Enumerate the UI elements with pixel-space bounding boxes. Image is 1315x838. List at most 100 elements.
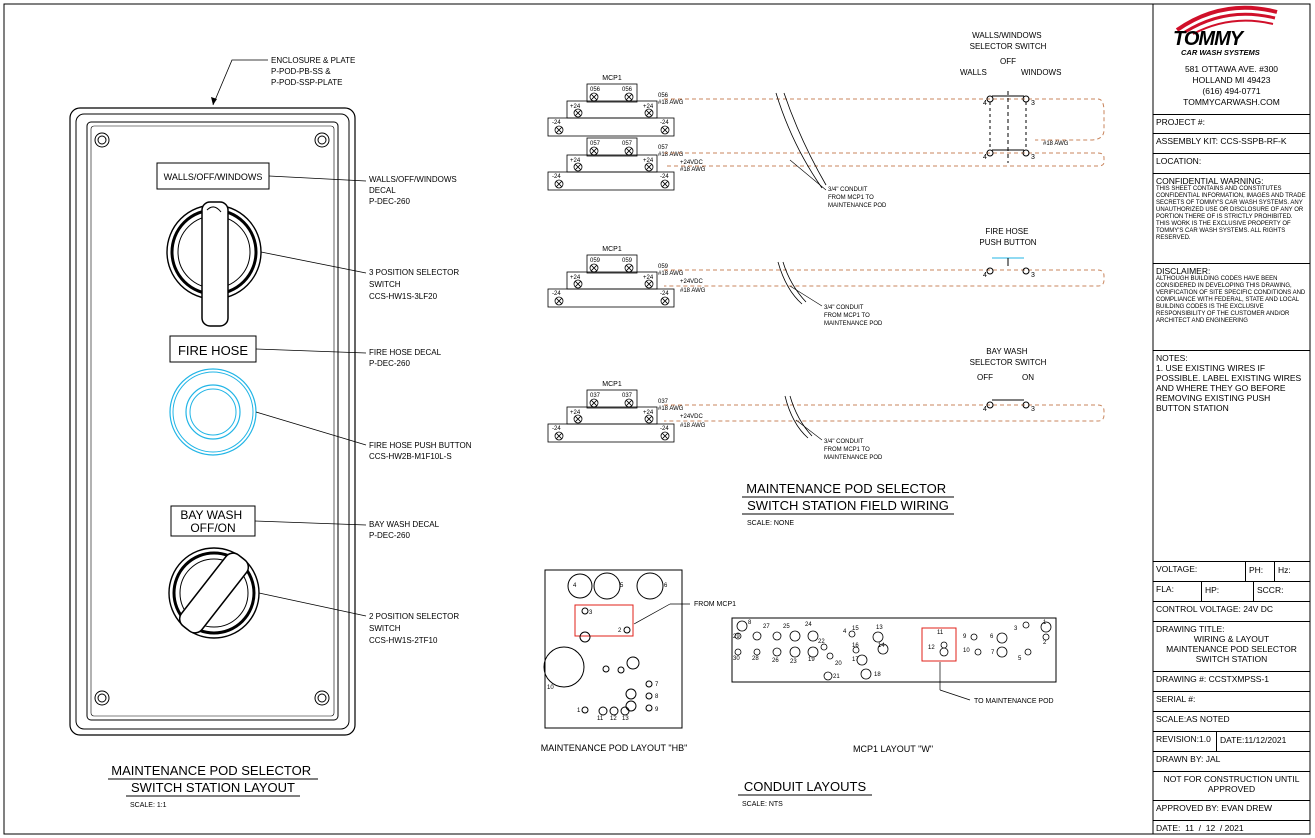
svg-text:#18 AWG: #18 AWG: [680, 288, 706, 294]
disclaimer: DISCLAIMER: ALTHOUGH BUILDING CODES HAVE…: [1153, 263, 1310, 350]
fire-hose-decal: FIRE HOSE: [178, 343, 248, 358]
svg-text:#18 AWG: #18 AWG: [680, 167, 706, 173]
bay-decal-callout: BAY WASH DECAL P-DEC-260: [369, 520, 441, 540]
svg-text:-24: -24: [660, 174, 669, 180]
conduit-hole-label: 27: [763, 624, 770, 630]
svg-text:+24VDC: +24VDC: [680, 279, 704, 285]
terminal-screw-cross: [645, 163, 653, 171]
svg-text:037: 037: [590, 393, 601, 399]
svg-text:5: 5: [620, 583, 624, 589]
terminal-screw-cross: [574, 163, 582, 171]
approved-by: APPROVED BY: EVAN DREW: [1153, 800, 1310, 820]
terminal-screw-icon: [573, 414, 583, 424]
conduit-hole-label: 16: [852, 643, 859, 649]
terminal-screw-cross: [574, 109, 582, 117]
drawing-title: DRAWING TITLE: WIRING & LAYOUT MAINTENAN…: [1153, 621, 1310, 671]
terminal-screw-icon: [660, 179, 670, 189]
terminal-screw-icon: [660, 431, 670, 441]
conduit-hole: [753, 648, 761, 656]
revision-row: REVISION:1.0 DATE:11/12/2021: [1153, 731, 1310, 752]
svg-text:-24: -24: [660, 426, 669, 432]
conduit-hole: [736, 620, 748, 632]
svg-text:-24: -24: [552, 120, 561, 126]
terminal-screw-cross: [555, 180, 563, 188]
svg-text:WALLS/WINDOWS SELECTOR S: WALLS/WINDOWS SELECTOR SWITCH: [970, 31, 1047, 51]
terminal-screw-icon: [573, 162, 583, 172]
conduit-hole: [789, 630, 801, 642]
svg-text:3: 3: [1031, 406, 1035, 413]
company-address: 581 OTTAWA AVE. #300 HOLLAND MI 49423 (6…: [1183, 64, 1280, 107]
conduit-hole-label: 18: [874, 672, 881, 678]
terminal-screw-icon: [554, 179, 564, 189]
terminal-screw-cross: [574, 280, 582, 288]
conduit-hole: [752, 631, 762, 641]
terminal-screw-icon: [644, 414, 654, 424]
mounting-screw: [314, 132, 330, 148]
svg-text:8: 8: [655, 694, 659, 700]
svg-text:7: 7: [655, 682, 659, 688]
svg-text:#18 AWG: #18 AWG: [658, 271, 684, 277]
conduit-hole-label: 7: [991, 650, 995, 656]
logo-wordmark: TOMMY: [1173, 28, 1243, 50]
svg-text:057: 057: [622, 141, 633, 147]
svg-text:12: 12: [610, 716, 617, 722]
terminal-screw-cross: [555, 126, 563, 134]
svg-text:-24: -24: [552, 426, 561, 432]
confidential-warning: CONFIDENTIAL WARNING: THIS SHEET CONTAIN…: [1153, 173, 1310, 263]
conduit-hole: [872, 631, 884, 643]
conduit-hole: [734, 632, 742, 640]
svg-text:3: 3: [589, 610, 593, 616]
svg-text:OFF: OFF: [977, 373, 993, 382]
conduit-layouts-title: CONDUIT LAYOUTS: [744, 779, 867, 794]
conduit-hole: [772, 647, 782, 657]
conduit-hole-label: 29: [733, 634, 740, 640]
layout-title: MAINTENANCE POD SELECTOR SWITCH STATION …: [111, 763, 314, 795]
svg-text:+24: +24: [643, 410, 654, 416]
conduit-hole-label: 23: [790, 659, 797, 665]
two-position-selector-switch: [168, 547, 260, 639]
enclosure: [69, 107, 356, 736]
terminal-screw-cross: [645, 280, 653, 288]
conduit-hole: [1024, 648, 1032, 656]
conduit-hole-label: 17: [852, 657, 859, 663]
terminal-screw-cross: [625, 147, 633, 155]
field-wiring-title: MAINTENANCE POD SELECTOR SWITCH STATION …: [746, 481, 949, 513]
conduit-hole: [860, 668, 872, 680]
terminal-screw-cross: [645, 109, 653, 117]
svg-text:037: 037: [622, 393, 633, 399]
assembly-kit-field: ASSEMBLY KIT: CCS-SSPB-RF-K: [1153, 133, 1310, 153]
mcp1-terminal-block-2: MCP1 059 059 +24 +24 -24 -24 059 #18 AWG…: [547, 246, 706, 308]
svg-text:9: 9: [655, 707, 659, 713]
conduit-hole: [856, 654, 868, 666]
svg-text:3: 3: [1031, 272, 1035, 279]
terminal-screws: [554, 92, 670, 441]
svg-text:059: 059: [622, 258, 633, 264]
svg-text:OFF: OFF: [1000, 57, 1016, 66]
svg-text:+24VDC: +24VDC: [680, 160, 704, 166]
svg-text:4: 4: [983, 100, 987, 107]
terminal-screw-icon: [589, 146, 599, 156]
conduit-hole: [820, 643, 828, 651]
conduit-hole-label: 4: [843, 629, 847, 635]
svg-text:10: 10: [547, 685, 554, 691]
drawn-by: DRAWN BY: JAL: [1153, 751, 1310, 771]
svg-text:+24: +24: [570, 158, 581, 164]
svg-text:+24: +24: [643, 104, 654, 110]
conduit-hole-label: 28: [752, 656, 759, 662]
conduit-hole-label: 9: [963, 634, 967, 640]
svg-text:4: 4: [983, 272, 987, 279]
conduit-hole-label: 26: [772, 658, 779, 664]
conduit-hole-label: 24: [805, 622, 812, 628]
svg-text:ON: ON: [1022, 373, 1034, 382]
conduit-hole-label: 2: [1043, 640, 1047, 646]
to-maintenance-pod-label: TO MAINTENANCE POD: [974, 698, 1054, 705]
conduit-hole-label: 13: [876, 625, 883, 631]
conduit-note-2: 3/4" CONDUIT FROM MCP1 TO MAINTENANCE PO…: [824, 305, 883, 327]
terminal-screw-icon: [573, 279, 583, 289]
svg-text:MCP1: MCP1: [602, 75, 622, 82]
terminal-screw-cross: [555, 432, 563, 440]
conduit-hole-label: 25: [783, 624, 790, 630]
terminal-screw-cross: [645, 415, 653, 423]
svg-text:-24: -24: [552, 291, 561, 297]
